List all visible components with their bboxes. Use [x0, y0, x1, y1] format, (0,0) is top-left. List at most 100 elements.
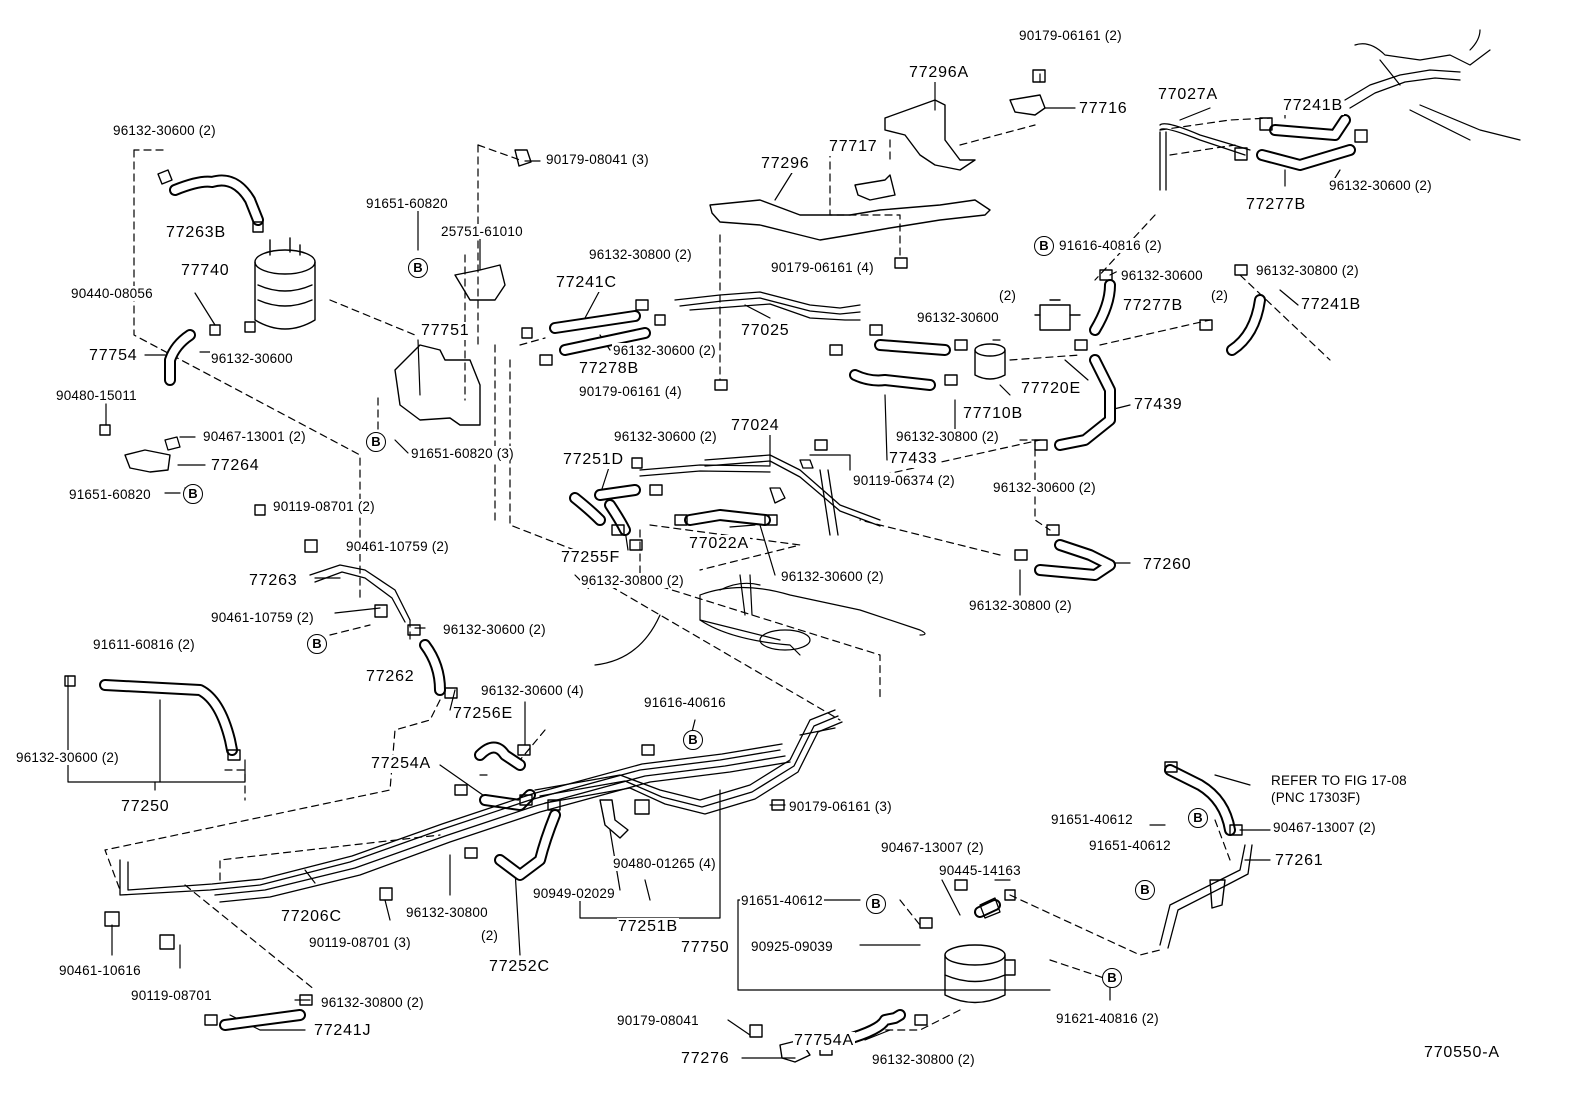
callout-label: 90179-08041 (3) — [545, 152, 650, 167]
hose-inner — [101, 116, 1354, 1044]
callout-part-number: 77262 — [365, 668, 416, 686]
callout-part-number: 77710B — [962, 405, 1024, 423]
callout-label: 96132-30600 (2) — [780, 569, 885, 584]
callout-part-number: 770550-A — [1423, 1044, 1501, 1062]
clamps — [64, 69, 1368, 1056]
callout-label: 91651-60820 — [68, 487, 152, 502]
callout-part-number: 77251B — [617, 918, 679, 936]
callout-part-number: 77439 — [1133, 396, 1184, 414]
callout-label: REFER TO FIG 17-08 — [1270, 773, 1408, 788]
callout-label: 96132-30800 (2) — [1255, 263, 1360, 278]
callout-label: 90119-08701 (2) — [272, 499, 376, 514]
callout-part-number: 77276 — [680, 1050, 731, 1068]
badge-b-icon: B — [1102, 968, 1122, 988]
callout-label: 91651-60820 — [365, 196, 449, 211]
callout-part-number: 77296 — [760, 155, 811, 173]
callout-label: 96132-30600 — [210, 351, 294, 366]
callout-label: 91616-40616 — [643, 695, 727, 710]
callout-label: 91651-60820 (3) — [410, 446, 515, 461]
callout-part-number: 77720E — [1020, 380, 1082, 398]
callout-part-number: 77277B — [1245, 196, 1307, 214]
callout-label: 96132-30600 (2) — [612, 343, 717, 358]
callout-label: 90119-08701 (3) — [308, 935, 412, 950]
callout-part-number: 77717 — [828, 138, 879, 156]
callout-label: 90445-14163 — [938, 863, 1022, 878]
callout-part-number: 77256E — [452, 705, 514, 723]
callout-label: 90119-08701 — [130, 988, 213, 1003]
callout-label: 90179-06161 (4) — [578, 384, 683, 399]
callout-label: 91651-40612 — [1088, 838, 1172, 853]
callout-label: 96132-30600 (2) — [992, 480, 1097, 495]
callout-part-number: 77255F — [560, 549, 622, 567]
callout-label: 96132-30800 (2) — [871, 1052, 976, 1067]
tank-outline — [594, 29, 1521, 666]
callout-part-number: 77261 — [1274, 852, 1325, 870]
callout-part-number: 77750 — [680, 939, 731, 957]
callout-label: 90119-06374 (2) — [852, 473, 956, 488]
badge-b-icon: B — [866, 894, 886, 914]
callout-label: 90925-09039 — [750, 939, 834, 954]
callout-part-number: 77754 — [88, 347, 139, 365]
callout-label: 91651-40612 — [1050, 812, 1134, 827]
callout-label: 96132-30600 (2) — [613, 429, 718, 444]
callout-label: 96132-30800 (2) — [320, 995, 425, 1010]
callout-label: 90461-10616 — [58, 963, 142, 978]
callout-label: (2) — [1210, 288, 1230, 303]
callout-label: 91621-40816 (2) — [1055, 1011, 1160, 1026]
callout-label: 96132-30600 (2) — [442, 622, 547, 637]
badge-b-icon: B — [307, 634, 327, 654]
callout-part-number: 77241B — [1282, 97, 1344, 115]
badge-b-icon: B — [366, 432, 386, 452]
callout-part-number: 77260 — [1142, 556, 1193, 574]
callout-label: 90179-06161 (3) — [788, 799, 893, 814]
callout-label: 96132-30800 (2) — [968, 598, 1073, 613]
tube-bundles — [119, 69, 1461, 949]
callout-label: 96132-30600 (2) — [1328, 178, 1433, 193]
callout-label: 90440-08056 — [70, 286, 154, 301]
callout-label: 96132-30600 — [1120, 268, 1204, 283]
callout-part-number: 77263 — [248, 572, 299, 590]
callout-label: 96132-30800 (2) — [580, 573, 685, 588]
callout-label: 96132-30600 (2) — [112, 123, 217, 138]
callout-part-number: 77241J — [313, 1022, 373, 1040]
callout-label: 91611-60816 (2) — [92, 637, 196, 652]
callout-label: 96132-30800 (2) — [895, 429, 1000, 444]
badge-b-icon: B — [408, 258, 428, 278]
callout-label: 90480-15011 — [55, 388, 138, 403]
callout-part-number: 77241B — [1300, 296, 1362, 314]
callout-part-number: 77254A — [370, 755, 432, 773]
callout-part-number: 77025 — [740, 322, 791, 340]
callout-part-number: 77250 — [120, 798, 171, 816]
callout-part-number: 77264 — [210, 457, 261, 475]
callout-label: (PNC 17303F) — [1270, 790, 1362, 805]
badge-b-icon: B — [183, 484, 203, 504]
callout-label: 25751-61010 — [440, 224, 524, 239]
callout-part-number: 77022A — [688, 535, 750, 553]
callout-part-number: 77740 — [180, 262, 231, 280]
callout-part-number: 77433 — [888, 450, 939, 468]
callout-label: 90179-08041 — [616, 1013, 700, 1028]
badge-b-icon: B — [1188, 808, 1208, 828]
callout-label: (2) — [998, 288, 1018, 303]
callout-part-number: 77263B — [165, 224, 227, 242]
badge-b-icon: B — [1034, 236, 1054, 256]
callout-label: 90179-06161 (4) — [770, 260, 875, 275]
callout-label: 96132-30600 (4) — [480, 683, 585, 698]
callout-label: (2) — [480, 928, 500, 943]
callout-label: 96132-30800 — [405, 905, 489, 920]
callout-label: 90467-13007 (2) — [1272, 820, 1377, 835]
callout-part-number: 77241C — [555, 274, 618, 292]
callout-label: 90467-13001 (2) — [202, 429, 307, 444]
badge-b-icon: B — [1135, 880, 1155, 900]
callout-label: 90461-10759 (2) — [345, 539, 450, 554]
callout-label: 90949-02029 — [532, 886, 616, 901]
callout-part-number: 77277B — [1122, 297, 1184, 315]
callout-part-number: 77206C — [280, 908, 343, 926]
callout-label: 96132-30800 (2) — [588, 247, 693, 262]
callout-label: 91616-40816 (2) — [1058, 238, 1163, 253]
callout-part-number: 77251D — [562, 451, 625, 469]
callout-label: 90467-13007 (2) — [880, 840, 985, 855]
callout-label: 90461-10759 (2) — [210, 610, 315, 625]
